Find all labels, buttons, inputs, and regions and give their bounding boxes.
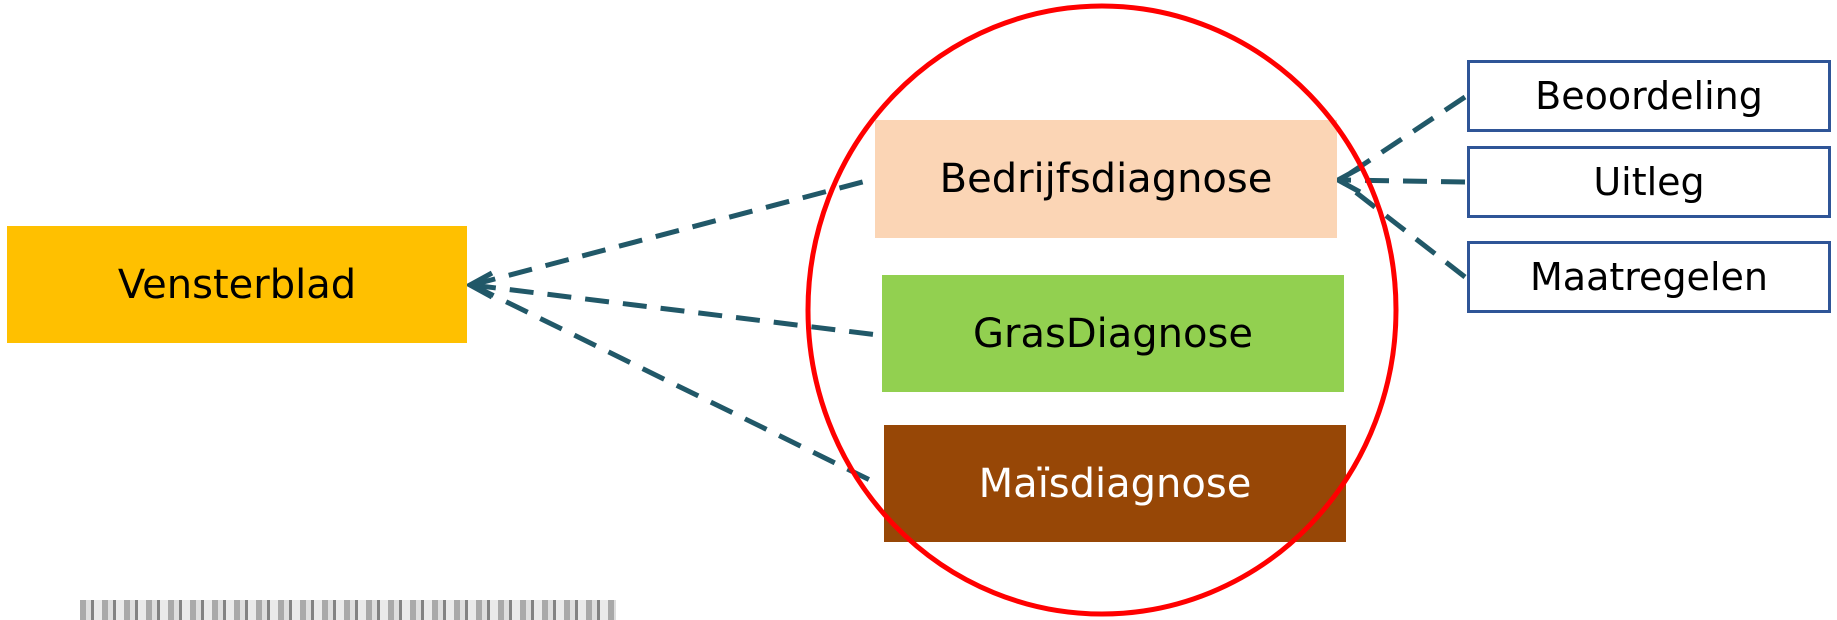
connector-vensterblad-maisdiagnose — [470, 282, 882, 488]
subitem-maatregelen: Maatregelen — [1467, 241, 1831, 313]
node-bedrijfsdiagnose-label: Bedrijfsdiagnose — [939, 156, 1273, 202]
node-grasdiagnose: GrasDiagnose — [882, 275, 1344, 392]
texture-image-strip — [80, 600, 616, 620]
subitem-uitleg-label: Uitleg — [1593, 160, 1705, 204]
subitem-beoordeling: Beoordeling — [1467, 60, 1831, 132]
node-grasdiagnose-label: GrasDiagnose — [973, 310, 1253, 357]
connector-maatregelen-bedrijfsdiagnose — [1338, 178, 1467, 279]
subitem-maatregelen-label: Maatregelen — [1530, 255, 1768, 299]
node-vensterblad-label: Vensterblad — [117, 261, 357, 308]
connector-vensterblad-bedrijfsdiagnose — [471, 177, 871, 288]
node-vensterblad: Vensterblad — [7, 226, 467, 343]
subitem-uitleg: Uitleg — [1467, 146, 1831, 218]
node-maisdiagnose-label: Maïsdiagnose — [978, 460, 1252, 507]
connector-uitleg-bedrijfsdiagnose — [1339, 177, 1466, 185]
node-maisdiagnose: Maïsdiagnose — [884, 425, 1346, 542]
node-bedrijfsdiagnose: Bedrijfsdiagnose — [875, 120, 1337, 238]
subitem-beoordeling-label: Beoordeling — [1535, 74, 1763, 118]
connector-vensterblad-grasdiagnose — [471, 282, 879, 338]
arrowhead-vensterblad — [464, 270, 494, 300]
